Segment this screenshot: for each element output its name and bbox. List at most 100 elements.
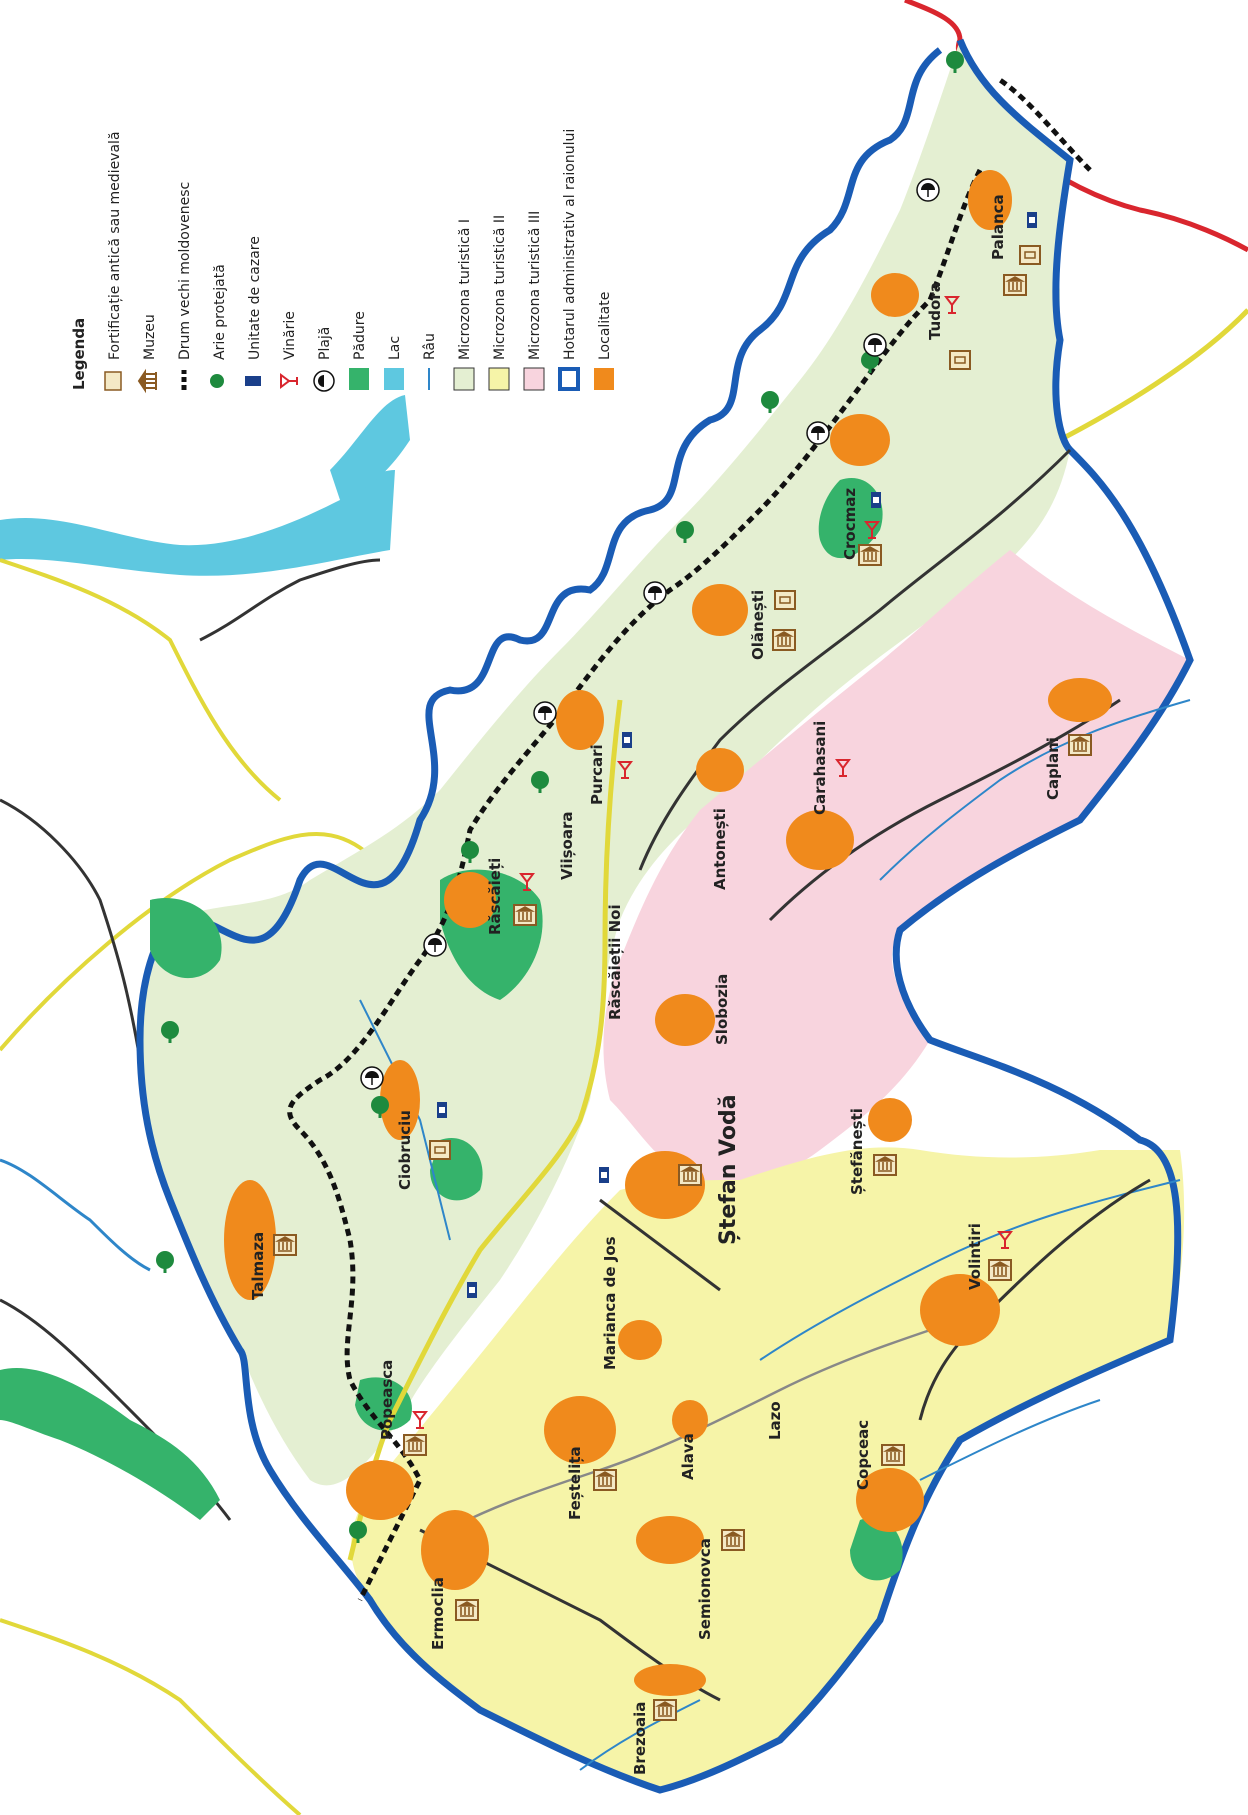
town-label: Ștefan Vodă [716,1094,741,1245]
legend-label: Pădure [352,311,368,360]
river [759,1179,1181,1361]
beach-umbrella-icon [313,370,335,392]
town-label: Ermoclia [429,1577,447,1650]
fortification-icon [774,590,796,610]
legend-item-forest: Pădure [349,311,369,390]
river-west [0,1158,151,1272]
border-swatch [558,367,580,391]
legend-item-protected: Arie protejată [210,264,228,388]
tree-icon [531,771,549,793]
legend-item-lodging: Unitate de cazare [245,236,263,386]
forest-patch [818,478,883,559]
museum-icon [513,904,537,926]
wine-glass-icon [944,296,960,314]
road-west-1 [0,558,282,802]
museum-icon [137,368,157,394]
fortification-icon [949,350,971,370]
settlement [346,1460,414,1520]
wine-glass-icon [864,521,880,539]
legend-label: Microzona turistică III [527,211,543,360]
legend-label: Hotarul administrativ al raionului [562,129,578,360]
museum-icon [653,1699,677,1721]
settlement [786,810,854,870]
legend-item-zone3: Microzona turistică III [523,211,545,391]
river [919,1399,1101,1481]
legend-label: Unitate de cazare [247,236,263,360]
bed-icon [871,492,881,508]
settlement [920,1274,1000,1346]
river [579,1699,701,1771]
district-border [136,38,1194,1794]
town-label: Talmaza [249,1232,267,1300]
town-label: Carahasani [811,721,829,815]
bed-icon [1027,212,1037,228]
town-label: Viișoara [558,811,576,880]
town-label: Purcari [588,744,606,805]
road-nw [199,558,381,642]
forest-patch [150,898,222,979]
town-label: Crocmaz [841,488,859,560]
settlement-swatch [594,368,614,390]
town-label: Răscăieți [486,858,504,935]
legend: Legenda Fortificație antică sau medieval… [70,129,614,394]
town-label: Lazo [766,1401,784,1440]
map-icons [156,51,1092,1721]
settlement [1048,678,1112,722]
lake-swatch [384,368,404,390]
road [768,698,1121,922]
beach-umbrella-icon [360,1066,384,1090]
legend-label: Microzona turistică I [457,219,473,360]
settlement [672,1400,708,1440]
town-label: Volintiri [966,1223,984,1290]
legend-item-beach: Plajă [313,327,335,392]
legend-label: Fortificație antică sau medievală [107,131,123,360]
wine-glass-icon [997,1231,1013,1249]
settlement [830,414,890,466]
legend-label: Muzeu [142,314,158,360]
river [359,999,451,1241]
lake-north-tail [330,395,410,500]
museum-icon [403,1434,427,1456]
town-label: Semionovca [696,1538,714,1640]
town-labels: Palanca Tudora Crocmaz Olănești Caplani … [249,194,1062,1775]
town-label: Olănești [749,590,767,660]
road-w-2 [0,798,142,1061]
museum-icon [881,1444,905,1466]
fortification-icon [429,1140,451,1160]
bed-icon [437,1102,447,1118]
legend-label: Localitate [597,292,613,360]
legend-label: Vinărie [282,311,298,360]
settlement [634,1664,706,1696]
tree-icon [161,1021,179,1043]
museum-icon [455,1599,479,1621]
bed-icon [599,1167,609,1183]
legend-label: Lac [387,336,403,360]
road-sw [0,1618,302,1815]
legend-item-river: Râu [422,333,438,390]
bed-icon [622,732,632,748]
tree-icon [210,374,224,388]
settlement [696,748,744,792]
tree-icon [946,51,964,73]
tree-icon [156,1251,174,1273]
zone2-swatch [488,367,510,391]
wine-glass-icon [835,759,851,777]
town-label: Răscăieții Noi [606,904,624,1020]
legend-label: Râu [422,333,438,360]
town-label: Slobozia [713,974,731,1045]
bed-icon [467,1282,477,1298]
museum-icon [593,1469,617,1491]
museum-icon [1003,274,1027,296]
settlement [556,690,604,750]
beach-umbrella-icon [643,581,667,605]
tree-icon [461,841,479,863]
settlement [968,170,1012,230]
town-label: Palanca [989,194,1007,260]
museum-icon [678,1164,702,1186]
zone-1 [140,40,1070,1486]
museum-icon [873,1154,897,1176]
tree-icon [349,1521,367,1543]
museum-icon [1068,734,1092,756]
museum-icon [721,1529,745,1551]
